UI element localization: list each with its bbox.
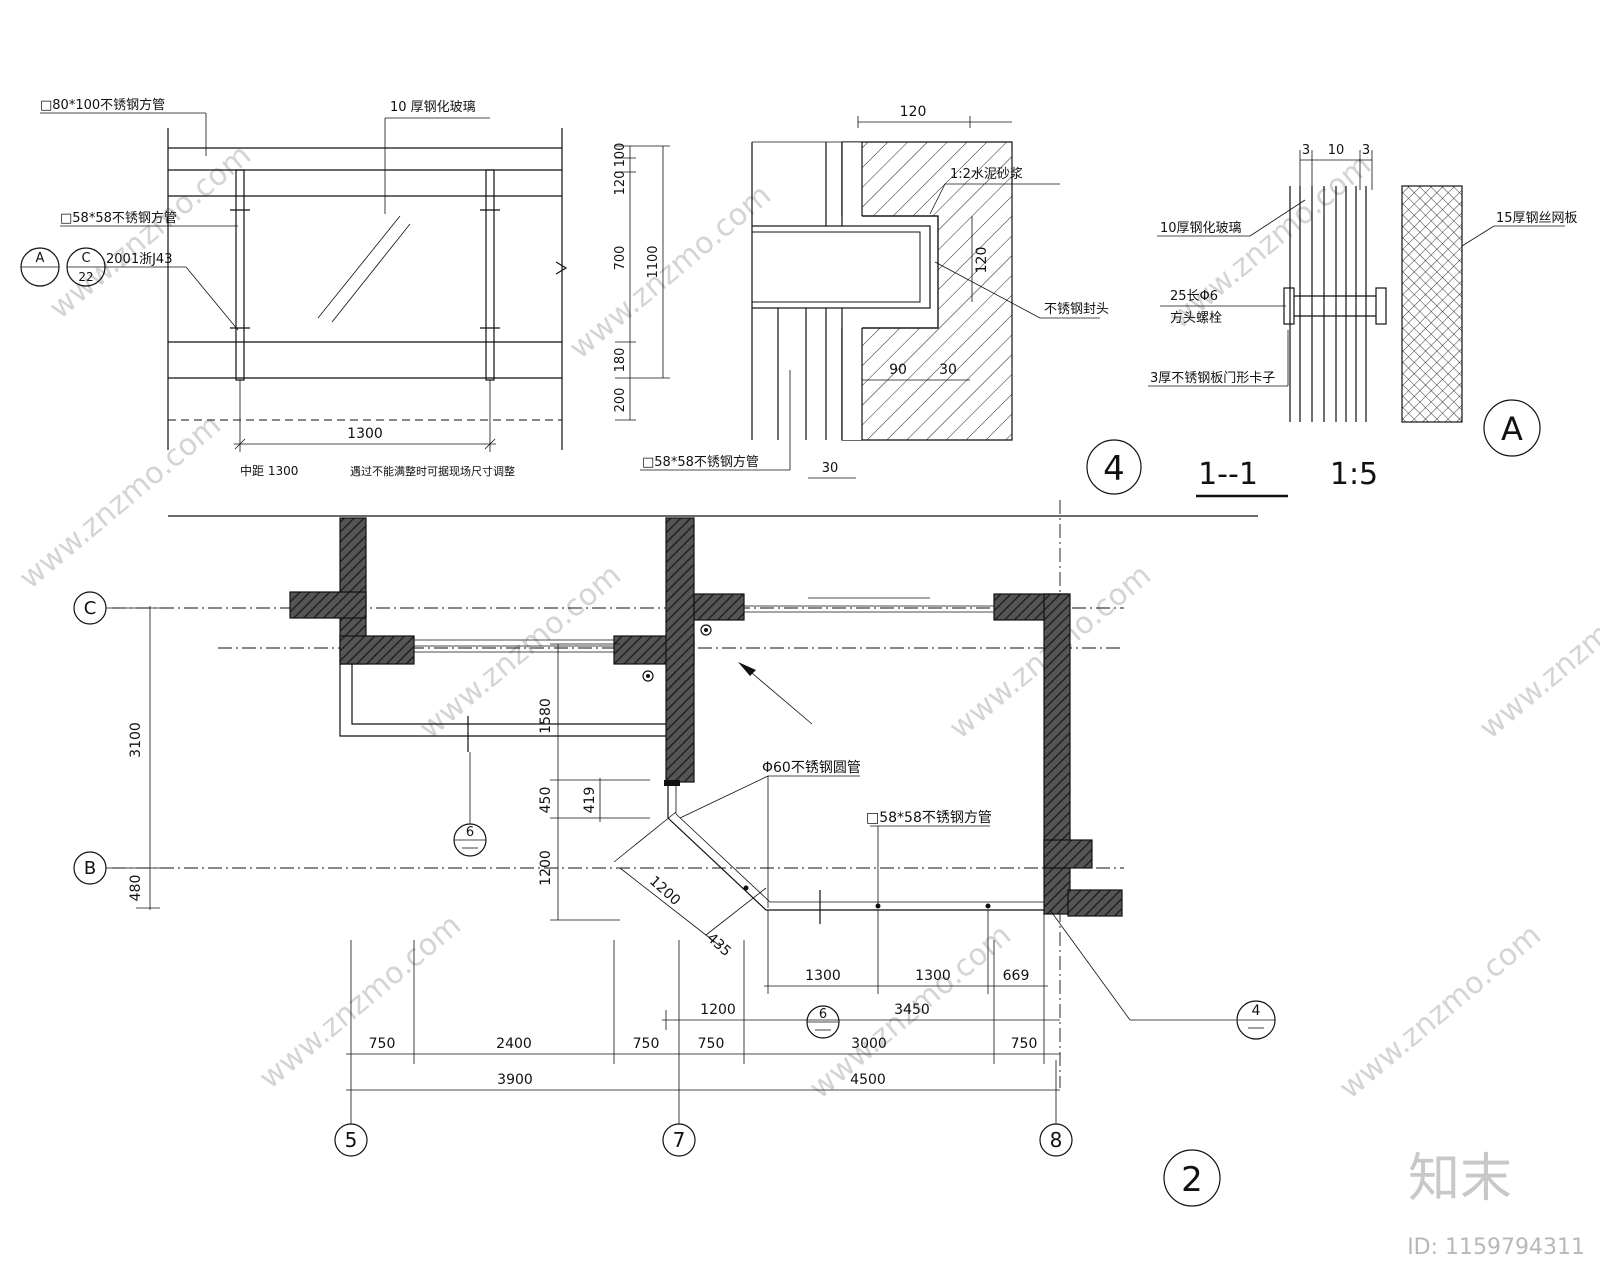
dim-v-700: 700 <box>613 246 628 271</box>
label-glass: 10 厚钢化玻璃 <box>390 100 476 115</box>
axis-bubble-c: C <box>84 598 97 619</box>
da-tag: A <box>1501 410 1523 448</box>
plan-ref-6a: 6 <box>466 825 474 840</box>
plan-row3-c: 750 <box>633 1036 660 1052</box>
watermark-text: www.znzmo.com <box>1473 558 1600 747</box>
axis-bubble-7: 7 <box>673 1128 686 1152</box>
plan-row3-b: 2400 <box>496 1036 532 1052</box>
axis-bubble-5: 5 <box>345 1128 358 1152</box>
watermark-text: www.znzmo.com <box>43 138 258 327</box>
label-post: □58*58不锈钢方管 <box>60 210 177 226</box>
floor-plan: 1200 435 Φ60不锈钢圆管 □58*58不锈钢方管 4 6 6 3100… <box>73 500 1276 1207</box>
plan-row1-a: 1300 <box>805 968 841 984</box>
plan-label-round-pipe: Φ60不锈钢圆管 <box>762 760 861 776</box>
ref-a: A <box>36 251 45 266</box>
d4-dim-30: 30 <box>939 362 957 378</box>
drawing-id: ID: 1159794311 <box>1407 1235 1585 1260</box>
plan-row1-b: 1300 <box>915 968 951 984</box>
ref-c: C <box>81 251 90 266</box>
da-label-mesh: 15厚钢丝网板 <box>1496 211 1578 226</box>
plan-row1-c: 669 <box>1003 968 1030 984</box>
dim-v-1100: 1100 <box>646 245 661 278</box>
axis-bubble-b: B <box>84 858 96 879</box>
glass-rail-elevation: 1300 中距 1300 遇过不能满整时可据现场尺寸调整 □80*100不锈钢方… <box>20 97 670 478</box>
da-dim-3b: 3 <box>1362 143 1370 158</box>
plan-row3-d: 750 <box>698 1036 725 1052</box>
watermark-text: www.znzmo.com <box>563 178 778 367</box>
da-label-bolt-2: 方头螺栓 <box>1170 310 1222 326</box>
ref-c-sub: 22 <box>78 270 93 284</box>
section-scale: 1:5 <box>1330 457 1378 492</box>
plan-row3-e: 3000 <box>851 1036 887 1052</box>
plan-row4-a: 3900 <box>497 1072 533 1088</box>
dim-v-180: 180 <box>613 348 628 373</box>
d4-label-mortar: 1:2水泥砂浆 <box>950 167 1023 182</box>
da-label-bolt-1: 25长Φ6 <box>1170 289 1218 304</box>
dim-v-100: 100 <box>613 143 628 168</box>
plan-dim-435: 435 <box>703 930 734 960</box>
plan-dim-1200-diag: 1200 <box>646 873 683 909</box>
plan-ref-4: 4 <box>1252 1003 1261 1019</box>
dim-span: 1300 <box>347 426 383 442</box>
plan-row4-b: 4500 <box>850 1072 886 1088</box>
plan-dim-1200-v: 1200 <box>538 850 554 886</box>
plan-label-square-pipe: □58*58不锈钢方管 <box>866 810 992 826</box>
da-dim-3a: 3 <box>1302 143 1310 158</box>
d4-tag: 4 <box>1103 449 1125 489</box>
brand-logo: 知末 <box>1408 1149 1512 1209</box>
plan-row3-f: 750 <box>1011 1036 1038 1052</box>
watermark-text: www.znzmo.com <box>1333 918 1548 1107</box>
detail-4-post-socket: 120 1:2水泥砂浆 120 不锈钢封头 90 30 □58*58不锈钢方管 … <box>640 104 1142 495</box>
plan-row2-a: 1200 <box>700 1002 736 1018</box>
plan-ref-6b: 6 <box>819 1007 827 1022</box>
note-spacing: 中距 1300 <box>240 463 298 478</box>
d4-dim-30-bottom: 30 <box>822 461 839 476</box>
plan-dim-480: 480 <box>128 875 144 902</box>
da-label-glass: 10厚钢化玻璃 <box>1160 221 1242 236</box>
section-title: 1--1 <box>1198 457 1258 492</box>
dim-v-120: 120 <box>613 171 628 196</box>
plan-dim-3100: 3100 <box>128 722 144 758</box>
d4-dim-120-top: 120 <box>900 104 927 120</box>
axis-bubble-8: 8 <box>1050 1128 1063 1152</box>
ref-std: 2001浙J43 <box>106 252 172 267</box>
plan-row2-b: 3450 <box>894 1002 930 1018</box>
d4-dim-90: 90 <box>889 362 907 378</box>
da-label-clip: 3厚不锈钢板门形卡子 <box>1150 371 1275 386</box>
plan-dim-450: 450 <box>538 787 554 814</box>
dim-v-200: 200 <box>613 388 628 413</box>
label-top-pipe: □80*100不锈钢方管 <box>40 97 165 113</box>
plan-dim-419: 419 <box>582 787 598 814</box>
d4-label-cap: 不锈钢封头 <box>1044 302 1109 317</box>
watermark-text: www.znzmo.com <box>13 408 228 597</box>
d4-label-post: □58*58不锈钢方管 <box>642 454 759 470</box>
d4-dim-120-side: 120 <box>974 247 990 274</box>
plan-tag: 2 <box>1181 1160 1203 1200</box>
plan-row3-a: 750 <box>369 1036 396 1052</box>
note-adjust: 遇过不能满整时可据现场尺寸调整 <box>350 464 515 478</box>
detail-a-clamp-section: 3 10 3 10厚钢化玻璃 15厚钢丝网板 25长Φ6 方头螺栓 3厚不锈钢板… <box>1148 143 1578 498</box>
da-dim-10: 10 <box>1328 143 1345 158</box>
plan-dim-1580: 1580 <box>538 698 554 734</box>
watermark-text: www.znzmo.com <box>253 908 468 1097</box>
